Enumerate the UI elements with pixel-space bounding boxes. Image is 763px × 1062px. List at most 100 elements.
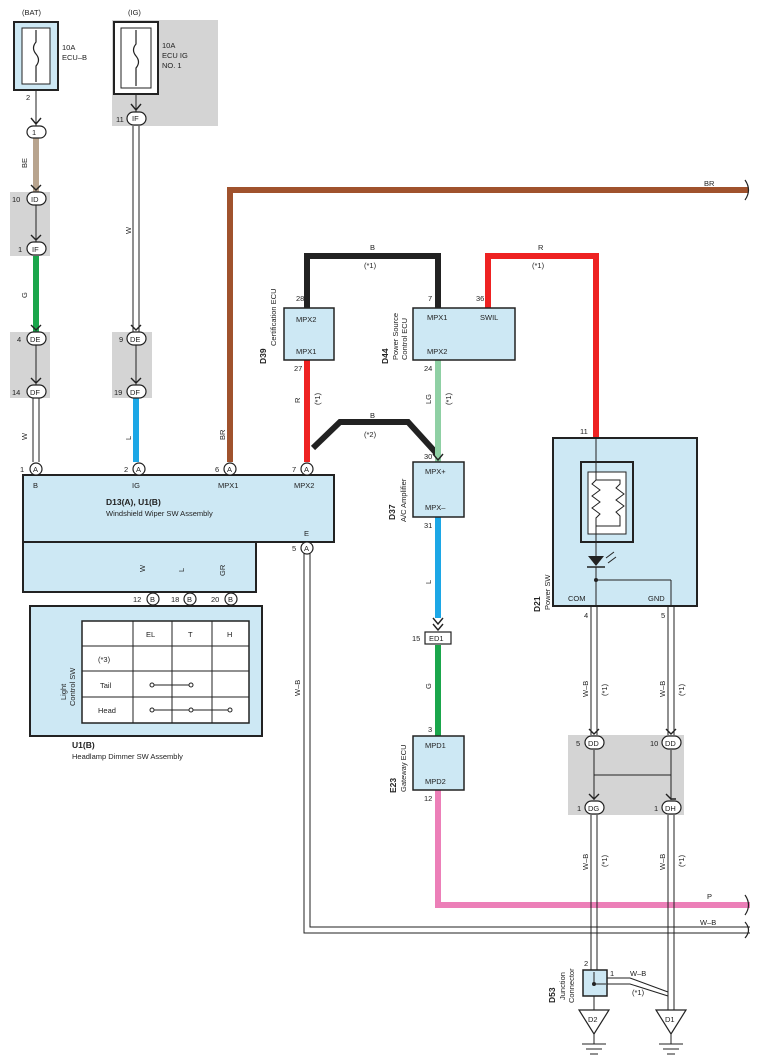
d44-code: D44 <box>380 348 390 364</box>
d44-name1: Power Source <box>391 313 400 360</box>
a1-pin: 1 <box>20 465 24 474</box>
df-left-pin: 14 <box>12 388 20 397</box>
id-pin: 10 <box>12 195 20 204</box>
b20-pin: 20 <box>211 595 219 604</box>
if-top-pin: 11 <box>116 115 124 124</box>
df-right-label: DF <box>130 388 140 397</box>
d39-p1: MPX2 <box>296 315 316 324</box>
wire-l1: L <box>124 436 133 440</box>
d21-power-sw <box>552 437 698 607</box>
u1-name: Headlamp Dimmer SW Assembly <box>72 752 183 761</box>
connector-symbols <box>26 111 682 815</box>
fuse-icon <box>132 30 140 86</box>
u1-row-tail: Tail <box>100 681 112 690</box>
a5-label: A <box>304 544 309 553</box>
dd5-pin: 5 <box>576 739 580 748</box>
d39-name: Certification ECU <box>269 288 278 346</box>
wire-star1-d39: (*1) <box>313 392 322 405</box>
d13-windshield-wiper-sw <box>22 474 335 593</box>
dg1-label: DG <box>588 804 599 813</box>
d44-p2: SWIL <box>480 313 498 322</box>
de-left-label: DE <box>30 335 40 344</box>
u1-col-el: EL <box>146 630 155 639</box>
d37-p2: MPX– <box>425 503 446 512</box>
d37-pin31: 31 <box>424 521 432 530</box>
de-right-label: DE <box>130 335 140 344</box>
ig-fuse-name2: NO. 1 <box>162 61 182 70</box>
wire-w2: W <box>124 226 133 234</box>
a6-label: A <box>227 465 232 474</box>
wire-br2: BR <box>704 179 715 188</box>
d13-terminal-e: E <box>304 529 309 538</box>
d44-pin36: 36 <box>476 294 484 303</box>
ground-d2 <box>577 1009 611 1055</box>
d39-code: D39 <box>258 348 268 364</box>
dg1-pin: 1 <box>577 804 581 813</box>
wire-l-ws: L <box>177 568 186 572</box>
d53-pin2: 2 <box>584 959 588 968</box>
ig-fuse-amp: 10A <box>162 41 175 50</box>
wire-star1-b: (*1) <box>364 261 377 270</box>
a7-label: A <box>304 465 309 474</box>
d44-p1: MPX1 <box>427 313 447 322</box>
d39-pin-bot: 27 <box>294 364 302 373</box>
d37-pin30: 30 <box>424 452 432 461</box>
e23-p2: MPD2 <box>425 777 446 786</box>
wire-star1-r: (*1) <box>532 261 545 270</box>
a2-label: A <box>136 465 141 474</box>
wire-r-top: R <box>538 243 544 252</box>
d21-name: Power SW <box>543 574 552 610</box>
d53-junction-connector <box>582 969 608 997</box>
d53-name1: Junction <box>558 972 567 1000</box>
wire-be: BE <box>20 158 29 168</box>
chevron-marks <box>30 103 677 800</box>
if-mid-pin: 1 <box>18 245 22 254</box>
wire-r-d39: R <box>293 397 302 403</box>
wire-wb-jc: W–B <box>630 969 646 978</box>
fuse-icon <box>32 30 40 82</box>
id-label: ID <box>31 195 39 204</box>
wire-gr-ws: GR <box>218 564 227 576</box>
d21-com: COM <box>568 594 586 603</box>
dd10-pin: 10 <box>650 739 658 748</box>
wire-wb-right: W–B <box>700 918 716 927</box>
e23-pin12: 12 <box>424 794 432 803</box>
u1-col-t: T <box>188 630 193 639</box>
wire-w-ws: W <box>138 564 147 572</box>
d13-name: Windshield Wiper SW Assembly <box>106 509 213 518</box>
b18-pin: 18 <box>171 595 179 604</box>
wire-star1-b2: (*1) <box>677 683 686 696</box>
wire-star2: (*2) <box>364 430 377 439</box>
fuse-ecu-ig <box>113 21 159 95</box>
d53-code: D53 <box>547 987 557 1003</box>
if-top-label: IF <box>132 114 139 123</box>
d37-p1: MPX+ <box>425 467 446 476</box>
dh1-pin: 1 <box>654 804 658 813</box>
d13-terminal-mpx2: MPX2 <box>294 481 314 490</box>
e23-name: Gateway ECU <box>399 744 408 792</box>
a2-pin: 2 <box>124 465 128 474</box>
d39-pin-top: 28 <box>296 294 304 303</box>
wire-b-top: B <box>370 243 375 252</box>
d13-terminal-b: B <box>33 481 38 490</box>
b12-pin: 12 <box>133 595 141 604</box>
u1-title: U1(B) <box>72 740 95 750</box>
wire-g1: G <box>20 292 29 298</box>
c1-label: 1 <box>32 128 36 137</box>
wire-lg: LG <box>424 394 433 404</box>
d39-certification-ecu <box>283 307 335 361</box>
wire-w1: W <box>20 432 29 440</box>
ig-fuse-name1: ECU IG <box>162 51 188 60</box>
ground-d1 <box>654 1009 688 1055</box>
e23-gateway-ecu <box>412 735 465 791</box>
u1-side1: Light <box>59 683 68 700</box>
de-right-pin: 9 <box>119 335 123 344</box>
d13-terminal-ig: IG <box>132 481 140 490</box>
wire-star1-jc: (*1) <box>632 988 645 997</box>
wire-br1: BR <box>218 429 227 440</box>
d53-name2: Connector <box>567 968 576 1003</box>
fuse-ecu-b <box>13 21 59 91</box>
d37-ac-amplifier <box>412 461 465 518</box>
u1-side2: Control SW <box>68 667 77 706</box>
d39-p2: MPX1 <box>296 347 316 356</box>
